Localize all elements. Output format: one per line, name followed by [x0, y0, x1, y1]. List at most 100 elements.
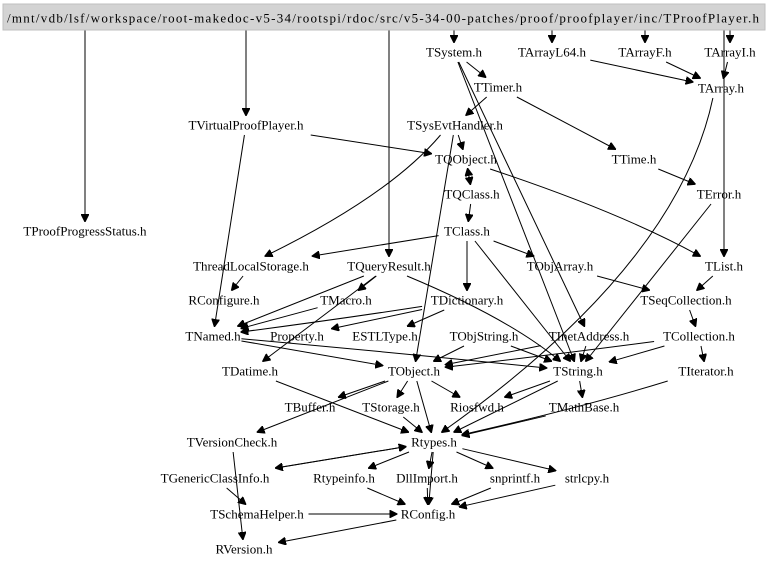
graph-node[interactable]: ThreadLocalStorage.h: [193, 259, 309, 274]
edge-TNamed-to-TString: [241, 338, 546, 368]
node-label: TArrayF.h: [618, 45, 672, 60]
node-label: Rtypeinfo.h: [313, 471, 375, 486]
edge-TGenericClassInfo-to-Rtypes: [275, 447, 406, 469]
node-label: TTime.h: [612, 152, 657, 167]
graph-node[interactable]: DllImport.h: [396, 471, 458, 486]
root-node-box: [2, 3, 766, 31]
graph-node[interactable]: Rtypeinfo.h: [313, 471, 375, 486]
graph-node[interactable]: TMathBase.h: [549, 400, 620, 415]
graph-node[interactable]: TObjString.h: [450, 329, 519, 344]
graph-node[interactable]: RConfigure.h: [188, 293, 260, 308]
graph-node[interactable]: TNamed.h: [185, 329, 241, 344]
edge-Rtypes-to-Rtypeinfo: [369, 451, 410, 468]
graph-node[interactable]: Riosfwd.h: [450, 400, 504, 415]
graph-node[interactable]: TVirtualProofPlayer.h: [188, 118, 304, 133]
edge-TVirtualProofPlayer-to-TQObject: [310, 134, 431, 154]
graph-node[interactable]: TList.h: [705, 259, 743, 274]
graph-node[interactable]: TTimer.h: [474, 80, 523, 95]
graph-node[interactable]: TDatime.h: [222, 364, 278, 379]
graph-node[interactable]: TStorage.h: [362, 400, 420, 415]
edge-TArray-to-Rtypes: [442, 97, 714, 432]
node-label: TArray.h: [698, 81, 745, 96]
node-label: strlcpy.h: [565, 471, 610, 486]
node-label: Rtypes.h: [411, 435, 457, 450]
edge-TGenericClassInfo-to-TSchemaHelper: [226, 487, 246, 504]
graph-node[interactable]: strlcpy.h: [565, 471, 610, 486]
graph-node[interactable]: snprintf.h: [490, 471, 541, 486]
edge-TQueryResult-to-TNamed: [238, 275, 365, 326]
edge-TString-to-Riosfwd: [505, 380, 551, 397]
graph-node[interactable]: TObjArray.h: [527, 259, 594, 274]
graph-node[interactable]: TArrayI.h: [704, 45, 756, 60]
edge-TQClass-to-TQObject: [468, 169, 471, 185]
edge-TDictionary-to-ESTLType: [408, 309, 445, 326]
graph-node[interactable]: Rtypes.h: [411, 435, 457, 450]
graph-node[interactable]: TDictionary.h: [431, 293, 504, 308]
node-label: RConfig.h: [401, 507, 456, 522]
edge-TString-to-Rtypes: [454, 380, 558, 432]
graph-node[interactable]: TGenericClassInfo.h: [161, 471, 270, 486]
graph-node[interactable]: TObject.h: [388, 364, 441, 379]
edge-Rtypeinfo-to-RConfig: [367, 487, 404, 504]
node-label: TDatime.h: [222, 364, 278, 379]
graph-node[interactable]: RVersion.h: [215, 542, 273, 557]
edge-TVirtualProofPlayer-to-TNamed: [215, 134, 245, 326]
node-label: TVirtualProofPlayer.h: [188, 118, 304, 133]
graph-node[interactable]: TSystem.h: [426, 45, 482, 60]
nodes-layer: /mnt/vdb/lsf/workspace/root-makedoc-v5-3…: [2, 3, 766, 557]
edge-TQObject-to-TList: [489, 168, 700, 256]
edge-TObject-to-Rtypes: [416, 380, 431, 432]
root-node[interactable]: /mnt/vdb/lsf/workspace/root-makedoc-v5-3…: [2, 3, 766, 31]
graph-node[interactable]: TError.h: [697, 187, 742, 202]
graph-node[interactable]: RConfig.h: [401, 507, 456, 522]
graph-node[interactable]: Property.h: [270, 329, 324, 344]
graph-node[interactable]: TMacro.h: [320, 293, 372, 308]
graph-node[interactable]: TArrayF.h: [618, 45, 672, 60]
graph-node[interactable]: TQObject.h: [435, 152, 497, 167]
node-label: TString.h: [553, 364, 603, 379]
graph-node[interactable]: TSchemaHelper.h: [210, 507, 304, 522]
edge-TList-to-TSeqCollection: [697, 275, 714, 290]
edge-TCollection-to-TString: [610, 345, 665, 362]
node-label: TMacro.h: [320, 293, 372, 308]
graph-node[interactable]: TIterator.h: [678, 364, 734, 379]
node-label: TGenericClassInfo.h: [161, 471, 270, 486]
graph-node[interactable]: ESTLType.h: [352, 329, 418, 344]
graph-node[interactable]: TArrayL64.h: [518, 45, 586, 60]
graph-node[interactable]: TQClass.h: [444, 187, 500, 202]
graph-node[interactable]: TString.h: [553, 364, 603, 379]
graph-node[interactable]: TSysEvtHandler.h: [407, 118, 503, 133]
edge-TMathBase-to-Rtypes: [462, 415, 546, 435]
graph-node[interactable]: TBuffer.h: [285, 400, 336, 415]
edges-layer: [85, 29, 730, 542]
node-label: TObjArray.h: [527, 259, 594, 274]
graph-node[interactable]: TProofProgressStatus.h: [23, 224, 147, 239]
edge-TDictionary-to-TNamed: [241, 305, 423, 332]
node-label: TMathBase.h: [549, 400, 620, 415]
graph-node[interactable]: TCollection.h: [663, 329, 735, 344]
node-label: TError.h: [697, 187, 742, 202]
node-label: TSysEvtHandler.h: [407, 118, 503, 133]
graph-node[interactable]: TSeqCollection.h: [640, 293, 732, 308]
edge-TString-to-TMathBase: [580, 380, 583, 397]
graph-node[interactable]: TClass.h: [444, 224, 490, 239]
edge-RConfig-to-RVersion: [279, 519, 397, 542]
graph-node[interactable]: TInetAddress.h: [549, 329, 630, 344]
node-label: TProofProgressStatus.h: [23, 224, 147, 239]
node-label: TTimer.h: [474, 80, 523, 95]
node-label: DllImport.h: [396, 471, 458, 486]
node-label: TVersionCheck.h: [187, 435, 278, 450]
edge-TObject-to-TStorage: [397, 380, 409, 397]
node-label: TDictionary.h: [431, 293, 504, 308]
edge-TSeqCollection-to-TCollection: [689, 309, 696, 326]
node-label: TInetAddress.h: [549, 329, 630, 344]
node-label: TSchemaHelper.h: [210, 507, 304, 522]
graph-node[interactable]: TArray.h: [698, 81, 745, 96]
edge-TTime-to-TError: [658, 168, 694, 184]
graph-node[interactable]: TVersionCheck.h: [187, 435, 278, 450]
edge-TMacro-to-TNamed: [241, 307, 318, 329]
edge-TTimer-to-TSysEvtHandler: [466, 96, 488, 115]
graph-node[interactable]: TQueryResult.h: [347, 259, 431, 274]
graph-node[interactable]: TTime.h: [612, 152, 657, 167]
edge-TQClass-to-TClass: [468, 203, 470, 221]
